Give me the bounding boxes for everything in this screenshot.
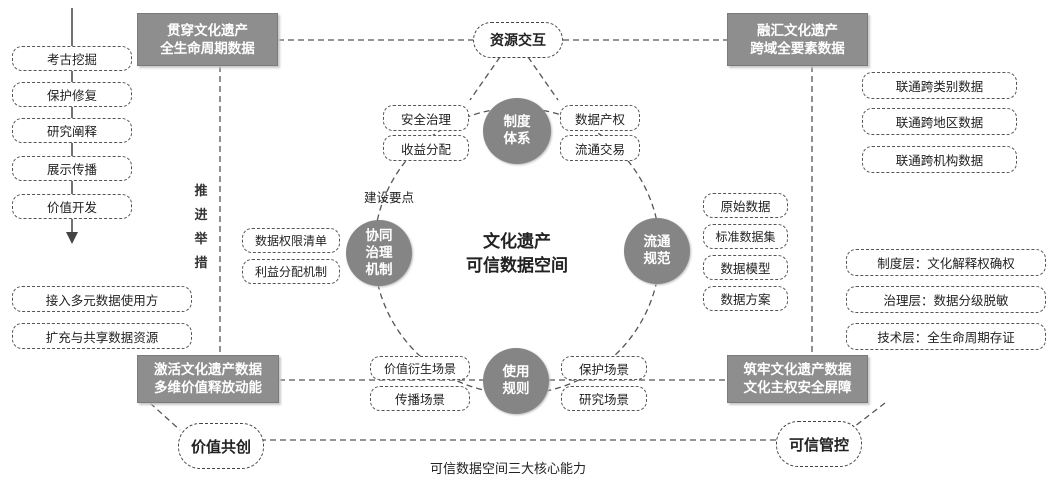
circle-text: 机制 <box>365 261 393 278</box>
layer-item: 技术层：全生命周期存证 <box>846 323 1046 350</box>
tag-circulation-trade: 流通交易 <box>560 135 640 161</box>
top-center-pill: 资源交互 <box>473 22 563 58</box>
center-title-line: 可信数据空间 <box>466 256 568 276</box>
tag-revenue-distribution: 收益分配 <box>383 135 469 161</box>
corner-box-line: 融汇文化遗产 <box>757 22 838 39</box>
tag-spread-scene: 传播场景 <box>370 386 470 411</box>
bottom-right-pill: 可信管控 <box>776 421 862 467</box>
tag-benefit-mechanism: 利益分配机制 <box>242 259 340 284</box>
circle-text: 协同 <box>365 227 393 244</box>
corner-box-line: 跨域全要素数据 <box>750 40 845 57</box>
circle-usage: 使用 规则 <box>483 348 549 414</box>
tag-data-model: 数据模型 <box>703 255 788 280</box>
corner-box-line: 文化主权安全屏障 <box>743 380 852 396</box>
circle-text: 使用 <box>502 364 530 380</box>
corner-box-line: 筑牢文化遗产数据 <box>743 362 852 378</box>
center-title: 文化遗产 可信数据空间 <box>437 230 597 278</box>
tag-protection-scene: 保护场景 <box>561 356 647 380</box>
tag-derivative-scene: 价值衍生场景 <box>370 356 470 380</box>
bottom-left-pill: 价值共创 <box>178 423 264 469</box>
lifecycle-step: 研究阐释 <box>12 118 132 143</box>
corner-box-top-right: 融汇文化遗产 跨域全要素数据 <box>727 13 868 66</box>
corner-box-line: 激活文化遗产数据 <box>154 362 262 378</box>
corner-box-top-left: 贯穿文化遗产 全生命周期数据 <box>137 13 278 66</box>
circle-text: 流通 <box>643 234 671 250</box>
lifecycle-step: 考古挖掘 <box>12 46 132 71</box>
corner-box-line: 贯穿文化遗产 <box>167 22 248 39</box>
bottom-caption: 可信数据空间三大核心能力 <box>430 462 587 477</box>
connect-item: 联通跨机构数据 <box>862 146 1017 173</box>
corner-box-bottom-right: 筑牢文化遗产数据 文化主权安全屏障 <box>727 355 868 403</box>
tag-raw-data: 原始数据 <box>703 193 788 218</box>
corner-box-line: 多维价值释放动能 <box>154 380 262 396</box>
connect-item: 联通跨类别数据 <box>862 72 1017 99</box>
build-points-label: 建设要点 <box>364 190 415 205</box>
center-title-line: 文化遗产 <box>483 232 551 252</box>
circle-governance: 协同 治理 机制 <box>346 220 412 286</box>
layer-item: 制度层：文化解释权确权 <box>846 249 1046 276</box>
layer-item: 治理层：数据分级脱敏 <box>846 286 1046 313</box>
tag-standard-dataset: 标准数据集 <box>703 224 788 249</box>
corner-box-bottom-left: 激活文化遗产数据 多维价值释放动能 <box>137 355 279 403</box>
tag-research-scene: 研究场景 <box>561 386 647 411</box>
promote-label: 推进举措 <box>194 184 208 271</box>
tag-data-plan: 数据方案 <box>703 286 788 311</box>
promote-item: 接入多元数据使用方 <box>12 286 192 312</box>
circle-text: 规范 <box>643 251 671 267</box>
tag-data-property: 数据产权 <box>560 105 640 131</box>
connect-item: 联通跨地区数据 <box>862 108 1017 135</box>
circle-system: 制度 体系 <box>483 98 551 164</box>
circle-text: 规则 <box>502 381 530 397</box>
circle-text: 制度 <box>503 114 531 130</box>
lifecycle-step: 保护修复 <box>12 82 132 107</box>
circle-text: 治理 <box>365 244 393 261</box>
tag-permission-list: 数据权限清单 <box>242 228 340 253</box>
circle-text: 体系 <box>503 131 531 147</box>
promote-item: 扩充与共享数据资源 <box>12 323 192 349</box>
corner-box-line: 全生命周期数据 <box>160 40 255 57</box>
circle-circulation: 流通 规范 <box>624 218 690 284</box>
lifecycle-step: 展示传播 <box>12 156 132 181</box>
tag-security-governance: 安全治理 <box>383 105 469 131</box>
lifecycle-step: 价值开发 <box>12 194 132 219</box>
